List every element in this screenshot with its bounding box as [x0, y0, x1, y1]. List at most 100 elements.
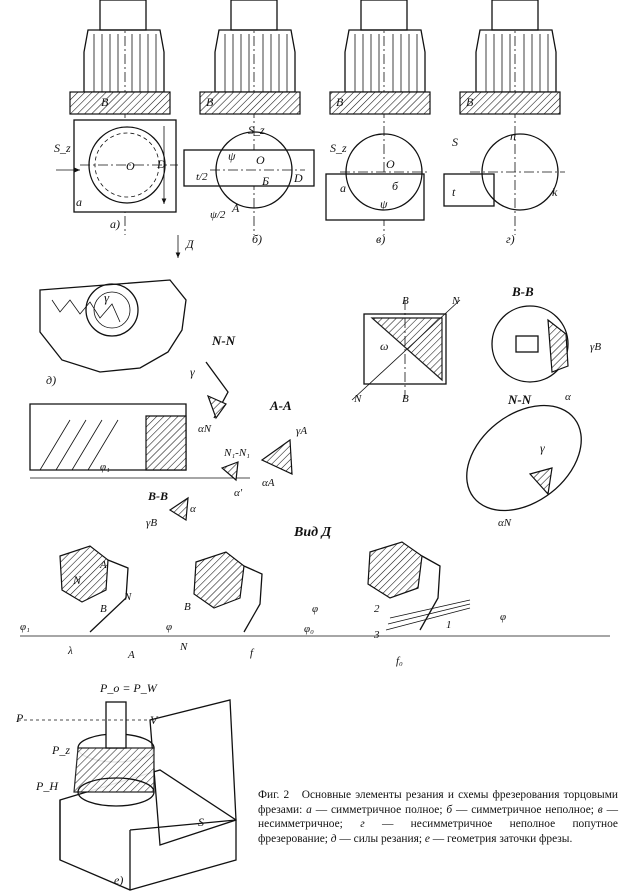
view-d-f0: f₀	[396, 655, 403, 667]
panel-g-letter-b: B	[466, 95, 474, 109]
section-b-b-right: B-B γB α	[491, 284, 601, 403]
panel-b-letter-t-half: t/2	[196, 171, 208, 183]
section-a-a-title: A-A	[269, 398, 292, 413]
plan-view-n-bottom: N	[353, 393, 362, 405]
view-d-a-bottom: A	[127, 649, 135, 661]
caption-fig-number: Фиг. 2	[258, 789, 290, 801]
view-d-arrow-label: Д	[185, 237, 195, 251]
section-n-n-title: N-N	[211, 333, 236, 348]
panel-b-label: б)	[252, 232, 262, 246]
panel-g-letter-t: t	[452, 185, 456, 199]
panel-b-letter-psi: ψ	[228, 149, 236, 163]
view-d-phi0: φ₀	[304, 623, 314, 635]
plan-view-omega: ω	[380, 339, 388, 353]
section-b-b-left-title: B-B	[147, 489, 168, 503]
caption-text-g: — несимметричное неполное попутное фрезе…	[258, 818, 618, 845]
caption-letter-a: а	[306, 803, 312, 816]
tooth-side-view: φ₁ N₁-N₁ α'	[29, 403, 250, 499]
panel-b-letter-be: Б	[261, 174, 269, 188]
caption-letter-g: г	[360, 818, 365, 831]
panel-d-letter-gamma: γ	[104, 290, 110, 305]
view-d-a-top: A	[99, 559, 107, 571]
section-n-n-alpha-n: αN	[198, 423, 212, 435]
plan-view-n-top: N	[451, 295, 460, 307]
panel-v-letter-psi: ψ	[380, 197, 388, 211]
view-d-phi-right: φ	[500, 611, 506, 623]
panel-v-letter-be: б	[392, 179, 399, 193]
view-d-lambda: λ	[67, 645, 73, 657]
section-a-a-alpha: αA	[262, 477, 275, 489]
panel-b-letter-sz: S_z	[248, 123, 265, 137]
section-b-b-right-alpha: α	[565, 391, 571, 403]
caption-text-b: — симметричное неполное;	[452, 803, 594, 816]
panel-g-letter-s: S	[452, 135, 458, 149]
panel-e-cutting-forces-3d: P_o = P_W P V P_z P_H S е)	[15, 681, 237, 891]
view-d-title: Вид Д	[293, 525, 332, 540]
caption-text-e: — геометрия заточки фрезы.	[429, 832, 573, 845]
section-b-b-left: B-B γB α	[146, 489, 196, 529]
section-b-b-right-title: B-B	[511, 284, 534, 299]
caption-letter-e: е	[424, 832, 430, 845]
panel-v-asymmetric: B S_z O a б ψ в)	[325, 0, 431, 246]
view-d-n1: N	[72, 573, 82, 587]
panel-a-letter-b: B	[101, 95, 109, 109]
panel-b-letter-a: A	[231, 201, 240, 215]
view-d-num-1: 1	[446, 619, 452, 631]
panel-v-label: в)	[376, 232, 385, 246]
tooth-side-alpha-prime: α'	[234, 487, 243, 499]
caption-title: Основные элементы резания и схемы фрезер…	[258, 789, 618, 816]
view-d-b-left: B	[100, 603, 107, 615]
view-d-f: f	[250, 647, 255, 659]
section-n1-n1-title: N₁-N₁	[223, 447, 250, 459]
caption-letter-d: д	[330, 832, 337, 845]
section-n-n-right: N-N γ αN	[466, 392, 582, 529]
panel-d-label: д)	[46, 373, 56, 387]
plan-view-b-top: B	[402, 295, 409, 307]
view-d-phi-left: φ	[166, 621, 172, 633]
view-d-b-mid: B	[184, 601, 191, 613]
figure-caption: Фиг. 2 Основные элементы резания и схемы…	[258, 788, 618, 846]
section-b-b-right-gamma: γB	[590, 341, 601, 353]
plan-view-square: B N ω N B	[351, 295, 461, 405]
caption-text-v: — несимметричное;	[258, 803, 618, 831]
section-a-a: A-A γA αA	[260, 398, 307, 489]
panel-a-letter-d: D	[156, 157, 166, 171]
section-b-b-left-gamma: γB	[146, 517, 157, 529]
section-n-n: N-N γ αN	[190, 333, 236, 435]
panel-g-letter-k: k	[552, 185, 558, 199]
panel-a-symmetric-full: B S_z O D a а) Д	[54, 0, 195, 258]
panel-e-label: е)	[114, 873, 123, 887]
panel-v-letter-sz: S_z	[330, 141, 347, 155]
section-a-a-gamma: γA	[296, 425, 307, 437]
view-d-num-2: 2	[374, 603, 380, 615]
view-d-phi1: φ₁	[20, 621, 30, 633]
panel-a-label: а)	[110, 217, 120, 231]
panel-g-letter-n: n	[510, 129, 516, 143]
panel-b-letter-d: D	[293, 171, 303, 185]
section-n-n-right-title: N-N	[507, 392, 532, 407]
tooth-side-phi1: φ₁	[100, 461, 110, 473]
panel-e-ph: P_H	[35, 779, 59, 793]
panel-b-symmetric-partial: B S_z ψ O D A Б t/2 ψ/2 б)	[183, 0, 315, 246]
view-d-insert-geometry: Вид Д N A B N A N B φ₁ λ φ φ φ₀ f f₀ 2 3…	[20, 525, 610, 667]
panel-a-letter-o: O	[126, 159, 135, 173]
panel-e-v: V	[150, 713, 159, 727]
section-b-b-left-alpha: α	[190, 503, 196, 515]
caption-letter-b: б	[446, 803, 453, 816]
section-n-n-right-alpha-n: αN	[498, 517, 512, 529]
panel-g-asymmetric-partial-climb: B S n t k г)	[443, 0, 565, 246]
view-d-n-right: N	[179, 641, 188, 653]
panel-e-po-pw: P_o = P_W	[99, 681, 158, 695]
caption-text-d: — силы резания;	[336, 832, 423, 845]
panel-v-letter-b: B	[336, 95, 344, 109]
panel-g-label: г)	[506, 232, 515, 246]
panel-a-letter-a: a	[76, 195, 82, 209]
view-d-phi-mid: φ	[312, 603, 318, 615]
section-n-n-gamma: γ	[190, 365, 195, 379]
caption-text-a: — симметричное полное;	[311, 803, 443, 816]
plan-view-b-bottom: B	[402, 393, 409, 405]
panel-v-letter-o: O	[386, 157, 395, 171]
panel-e-p: P	[15, 711, 24, 725]
view-d-num-3: 3	[373, 629, 380, 641]
